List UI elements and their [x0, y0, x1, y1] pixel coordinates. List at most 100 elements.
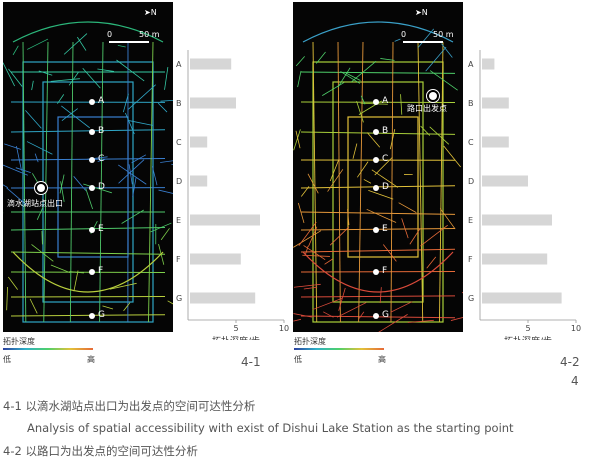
network-street	[11, 130, 165, 132]
network-street	[359, 42, 363, 322]
depth-bar	[190, 293, 255, 304]
scale-distance-label: 50 m	[139, 30, 160, 39]
network-street	[11, 296, 165, 297]
network-path	[160, 100, 173, 101]
network-path	[427, 257, 436, 268]
network-path	[298, 203, 304, 223]
legend-low-label: 低	[294, 354, 302, 365]
network-path	[118, 45, 126, 47]
network-path	[74, 271, 78, 292]
origin-label: 路口出发点	[407, 103, 447, 114]
node-dot-icon	[89, 157, 95, 163]
x-tick-label: 10	[571, 324, 581, 333]
network-path	[64, 34, 87, 55]
network-path	[27, 39, 48, 49]
network-path	[13, 46, 18, 55]
node-dot-icon	[89, 99, 95, 105]
depth-bar	[190, 215, 260, 226]
node-dot-icon	[373, 99, 379, 105]
network-lines	[3, 2, 173, 332]
x-tick-label: 5	[233, 324, 238, 333]
category-label: A	[468, 60, 474, 69]
network-path	[27, 142, 52, 155]
network-path	[4, 144, 21, 149]
network-lines	[293, 2, 463, 332]
network-path	[357, 162, 368, 178]
caption-zh: 4-2 以路口为出发点的空间可达性分析	[3, 443, 198, 459]
node-dot-icon	[89, 313, 95, 319]
network-path	[380, 58, 394, 60]
depth-bar	[482, 215, 552, 226]
network-path	[86, 188, 93, 209]
node-label: G	[98, 310, 105, 320]
network-path	[159, 190, 173, 197]
legend-gradient	[294, 348, 384, 350]
network-street	[301, 249, 455, 252]
network-path	[32, 81, 34, 90]
north-label: N	[151, 8, 157, 17]
network-path	[62, 109, 78, 121]
node-dot-icon	[89, 185, 95, 191]
network-path	[16, 146, 21, 171]
network-path	[74, 176, 86, 190]
category-label: B	[468, 99, 474, 108]
network-street	[11, 227, 165, 230]
node-dot-icon	[89, 269, 95, 275]
depth-bar	[190, 98, 236, 109]
network-path	[353, 144, 357, 159]
network-path	[124, 303, 131, 311]
origin-marker-icon	[427, 90, 439, 102]
node-dot-icon	[373, 313, 379, 319]
network-path	[168, 301, 173, 313]
network-path	[161, 228, 169, 240]
page-number: 4	[571, 374, 579, 388]
node-dot-icon	[373, 185, 379, 191]
network-path	[25, 110, 41, 128]
node-label: G	[382, 310, 389, 320]
depth-legend: 拓扑深度 低 高	[294, 336, 394, 366]
network-path	[35, 154, 38, 163]
network-street	[149, 42, 153, 322]
network-path	[402, 218, 409, 238]
network-path	[118, 165, 146, 184]
legend-title: 拓扑深度	[294, 336, 326, 347]
category-label: G	[176, 294, 182, 303]
network-path	[165, 67, 168, 90]
network-path	[444, 146, 461, 167]
figure-number: 4-2	[560, 355, 580, 369]
network-path	[293, 319, 301, 321]
legend-gradient	[3, 348, 93, 350]
caption-zh: 4-1 以滴水湖站点出口为出发点的空间可达性分析	[3, 398, 255, 414]
legend-high-label: 高	[87, 354, 95, 365]
network-path	[171, 164, 173, 168]
network-street	[11, 315, 165, 316]
network-arc	[303, 22, 453, 42]
category-label: C	[176, 138, 182, 147]
network-path	[367, 132, 380, 147]
network-path	[391, 302, 413, 313]
network-path	[83, 68, 101, 88]
scale-bar-line	[109, 41, 149, 43]
node-label: E	[382, 224, 388, 234]
network-path	[462, 292, 463, 302]
network-path	[359, 312, 364, 319]
origin-marker-icon	[35, 182, 47, 194]
network-path	[401, 94, 402, 114]
node-label: F	[382, 266, 387, 276]
node-label: B	[98, 126, 104, 136]
scale-distance-label: 50 m	[433, 30, 454, 39]
network-path	[383, 245, 396, 262]
network-path	[364, 179, 371, 183]
network-street	[391, 42, 393, 322]
network-path	[7, 287, 8, 310]
network-path	[430, 127, 449, 145]
network-path	[77, 37, 86, 50]
node-dot-icon	[373, 157, 379, 163]
scale-zero-label: 0	[401, 30, 406, 39]
x-tick-label: 10	[279, 324, 289, 333]
network-path	[328, 169, 343, 191]
node-label: E	[98, 224, 104, 234]
